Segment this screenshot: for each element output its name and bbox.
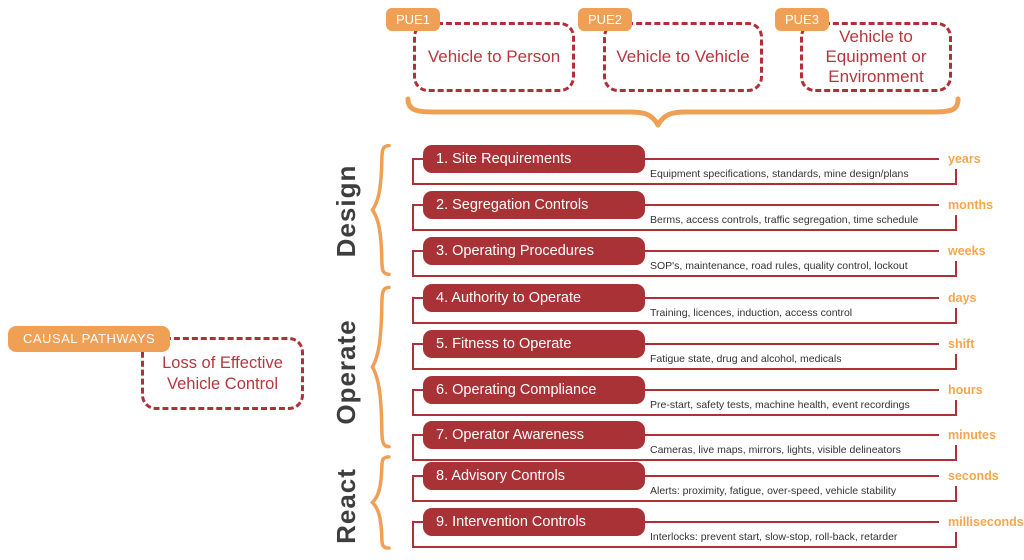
control-desc: SOP's, maintenance, road rules, quality …: [650, 260, 908, 272]
control-bar: 3. Operating Procedures: [423, 237, 645, 265]
row-operating-compliance: 6. Operating Compliance Pre-start, safet…: [412, 376, 1024, 418]
control-bar: 5. Fitness to Operate: [423, 330, 645, 358]
timescale-label: days: [948, 291, 977, 305]
timescale-label: minutes: [948, 428, 996, 442]
react-brace-icon: [366, 455, 396, 550]
row-outline: [412, 521, 939, 548]
row-outline: [412, 434, 939, 461]
row-outline-right: [412, 308, 957, 324]
timescale-label: months: [948, 198, 994, 212]
pue3-label: Vehicle to Equipment or Environment: [825, 27, 927, 86]
pue1-box: Vehicle to Person: [413, 22, 575, 92]
control-desc: Alerts: proximity, fatigue, over-speed, …: [650, 485, 897, 497]
row-outline-right: [412, 169, 957, 185]
control-bar: 2. Segregation Controls: [423, 191, 645, 219]
row-advisory-controls: 8. Advisory Controls Alerts: proximity, …: [412, 462, 1024, 504]
timescale-label: weeks: [948, 244, 986, 258]
row-outline-right: [412, 486, 957, 502]
control-bar: 1. Site Requirements: [423, 145, 645, 173]
pue1-label: Vehicle to Person: [427, 47, 561, 66]
pue3-box: Vehicle to Equipment or Environment: [800, 22, 952, 92]
row-outline: [412, 250, 939, 277]
control-bar: 8. Advisory Controls: [423, 462, 645, 490]
pue2-tag: PUE2: [578, 8, 632, 31]
row-authority-to-operate: 4. Authority to Operate Training, licenc…: [412, 284, 1024, 326]
timescale-label: milliseconds: [948, 515, 1024, 529]
design-brace-icon: [366, 143, 396, 277]
row-outline-right: [412, 445, 957, 461]
pue2-label: Vehicle to Vehicle: [616, 47, 750, 66]
row-outline: [412, 204, 939, 231]
control-desc: Berms, access controls, traffic segregat…: [650, 214, 919, 226]
hazard-line2: Vehicle Control: [167, 374, 278, 393]
group-label-design: Design: [331, 164, 361, 258]
control-desc: Fatigue state, drug and alcohol, medical…: [650, 353, 842, 365]
timescale-label: seconds: [948, 469, 999, 483]
timescale-label: years: [948, 152, 981, 166]
pue1-tag: PUE1: [386, 8, 440, 31]
control-bar: 9. Intervention Controls: [423, 508, 645, 536]
row-operator-awareness: 7. Operator Awareness Cameras, live maps…: [412, 421, 1024, 463]
row-outline: [412, 343, 939, 370]
row-outline: [412, 475, 939, 502]
row-segregation-controls: 2. Segregation Controls Berms, access co…: [412, 191, 1024, 233]
row-outline-right: [412, 400, 957, 416]
row-outline: [412, 389, 939, 416]
control-bar: 7. Operator Awareness: [423, 421, 645, 449]
row-outline: [412, 297, 939, 324]
timescale-label: shift: [948, 337, 975, 351]
causal-pathways-badge: CAUSAL PATHWAYS: [8, 326, 171, 352]
control-desc: Pre-start, safety tests, machine health,…: [650, 399, 910, 411]
control-bar: 4. Authority to Operate: [423, 284, 645, 312]
row-fitness-to-operate: 5. Fitness to Operate Fatigue state, dru…: [412, 330, 1024, 372]
control-desc: Cameras, live maps, mirrors, lights, vis…: [650, 444, 901, 456]
group-label-react: React: [331, 468, 361, 544]
control-bar: 6. Operating Compliance: [423, 376, 645, 404]
row-operating-procedures: 3. Operating Procedures SOP's, maintenan…: [412, 237, 1024, 279]
underbrace-icon: [405, 96, 961, 128]
control-desc: Equipment specifications, standards, min…: [650, 168, 909, 180]
operate-brace-icon: [366, 284, 396, 450]
row-intervention-controls: 9. Intervention Controls Interlocks: pre…: [412, 508, 1024, 550]
pue3-tag: PUE3: [775, 8, 829, 31]
row-outline-right: [412, 261, 957, 277]
hazard-line1: Loss of Effective: [162, 353, 283, 372]
timescale-label: hours: [948, 383, 983, 397]
row-outline-right: [412, 354, 957, 370]
row-outline-right: [412, 532, 957, 548]
row-outline: [412, 158, 939, 185]
row-site-requirements: 1. Site Requirements Equipment specifica…: [412, 145, 1024, 187]
row-outline-right: [412, 215, 957, 231]
pue2-box: Vehicle to Vehicle: [603, 22, 763, 92]
control-desc: Training, licences, induction, access co…: [650, 307, 853, 319]
control-desc: Interlocks: prevent start, slow-stop, ro…: [650, 531, 898, 543]
hazard-box: Loss of Effective Vehicle Control: [141, 337, 304, 410]
